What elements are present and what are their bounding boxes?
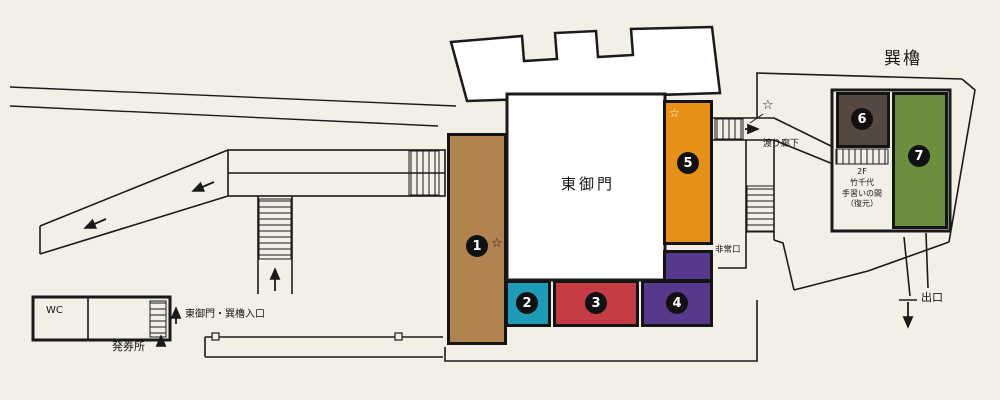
right-walkways xyxy=(713,72,976,301)
door-marker xyxy=(211,332,220,341)
stairs-turret xyxy=(835,148,889,165)
direction-arrows xyxy=(83,123,914,347)
turret-label: 巽櫓 xyxy=(884,49,922,69)
corridor-label: 渡り廊下 xyxy=(763,139,800,149)
star-icon-bridge: ☆ xyxy=(762,98,774,113)
stairs-lower-left xyxy=(258,198,292,260)
room-4-upper-area[interactable] xyxy=(663,250,713,282)
ticket-office-label: 発券所 xyxy=(112,340,145,353)
turret-outline xyxy=(830,88,952,233)
slope-arrow-upper xyxy=(191,181,215,192)
platform-outline xyxy=(444,300,758,362)
stairs-right-down xyxy=(746,185,775,233)
wc-building xyxy=(31,295,172,342)
star-icon-room1: ☆ xyxy=(491,236,503,251)
room-5-badge: 5 xyxy=(677,152,699,174)
stairs-bridge xyxy=(714,118,744,140)
main-hall-label: 東御門 xyxy=(560,175,615,193)
room-4-badge: 4 xyxy=(666,292,688,314)
room-1-badge: 1 xyxy=(466,235,488,257)
door-marker xyxy=(394,332,403,341)
entrance-label: 東御門・巽櫓入口 xyxy=(185,309,265,320)
star-icon-room5: ☆ xyxy=(669,106,680,120)
room-7-badge: 7 xyxy=(908,145,930,167)
gate-structure-outline xyxy=(449,25,722,103)
second-floor-label: 2F 竹千代 手習いの間 （復元） xyxy=(842,167,882,209)
emergency-exit-label: 非常口 xyxy=(715,245,741,255)
main-hall-room xyxy=(505,92,667,282)
restroom-label: WC xyxy=(46,305,63,316)
room-6-badge: 6 xyxy=(851,108,873,130)
exit-label: 出口 xyxy=(921,291,943,304)
stairs-corridor xyxy=(408,150,440,196)
outer-wall-lines xyxy=(9,86,457,127)
slope-arrow-lower xyxy=(83,218,107,229)
left-walkways xyxy=(39,149,446,358)
room-7-area[interactable] xyxy=(892,92,948,229)
room-3-badge: 3 xyxy=(585,292,607,314)
room-2-badge: 2 xyxy=(516,292,538,314)
